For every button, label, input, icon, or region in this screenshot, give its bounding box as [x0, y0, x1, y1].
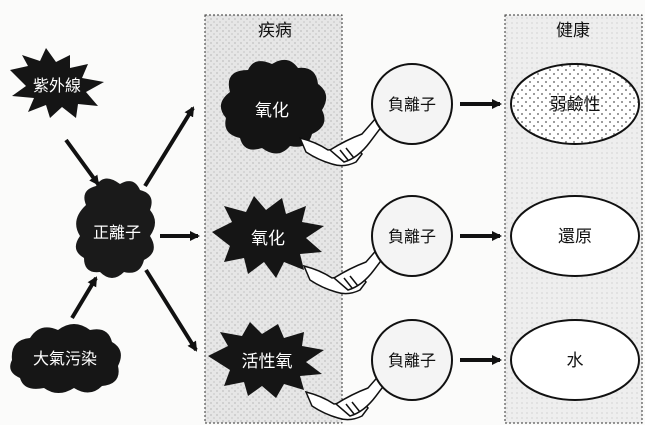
air-pollution-label: 大氣污染	[33, 349, 97, 368]
reduction-label: 還原	[558, 227, 592, 247]
ros-label: 活性氧	[242, 352, 293, 372]
oxidation-label-1: 氧化	[255, 101, 289, 121]
negative-ion-node-1: 負離子	[371, 63, 453, 145]
water-node: 水	[510, 319, 640, 401]
handshake-icon	[304, 370, 389, 421]
health-column-title: 健康	[556, 21, 590, 41]
arrow-pollution-to-positive	[70, 276, 98, 320]
negative-ion-label-1: 負離子	[388, 95, 436, 114]
positive-ion-label: 正離子	[93, 223, 141, 242]
uv-label: 紫外線	[33, 76, 81, 95]
air-pollution-node: 大氣污染	[10, 324, 121, 393]
negative-ion-node-2: 負離子	[371, 195, 453, 277]
arrow-uv-to-positive	[64, 138, 100, 186]
disease-column-title: 疾病	[258, 21, 292, 41]
negative-ion-label-2: 負離子	[388, 227, 436, 246]
water-label: 水	[567, 351, 584, 371]
ros-node: 活性氧	[208, 322, 324, 398]
alkaline-node: 弱鹼性	[510, 63, 640, 145]
arrow-positive-to-oxid1	[143, 106, 195, 188]
negative-ion-node-3: 負離子	[371, 319, 453, 401]
oxidation-label-2: 氧化	[251, 229, 285, 249]
alkaline-label: 弱鹼性	[550, 95, 601, 115]
reduction-node: 還原	[510, 195, 640, 277]
oxidation-node-1: 氧化	[220, 59, 327, 154]
oxidation-node-2: 氧化	[212, 196, 324, 278]
negative-ion-label-3: 負離子	[388, 351, 436, 370]
positive-ion-node: 正離子	[75, 178, 155, 278]
uv-node: 紫外線	[10, 48, 104, 118]
arrow-positive-to-ros	[144, 268, 198, 352]
